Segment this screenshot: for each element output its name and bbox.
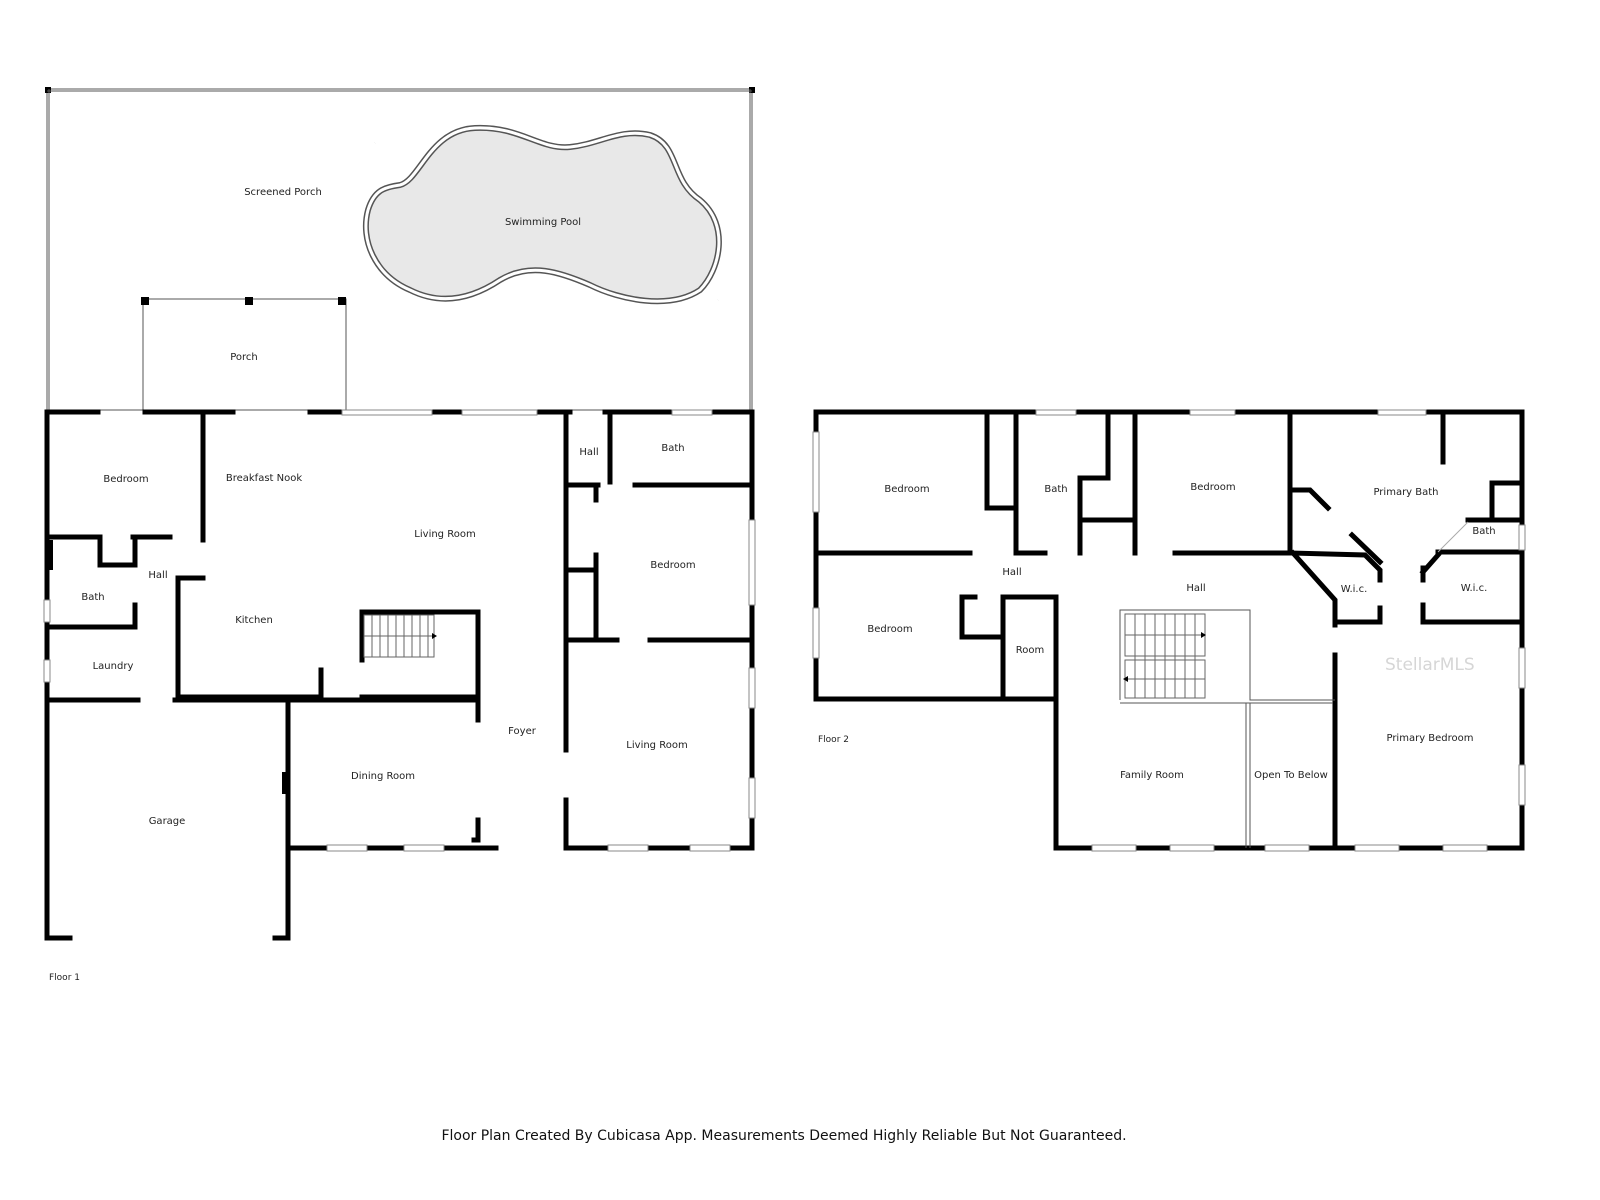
room-label: Screened Porch — [244, 187, 322, 198]
room-label: Bedroom — [1190, 482, 1235, 493]
room-label: Bath — [661, 443, 684, 454]
porch — [141, 297, 347, 411]
room-label: Breakfast Nook — [226, 473, 302, 484]
room-label: Laundry — [93, 661, 134, 672]
room-label: Room — [1016, 645, 1044, 656]
room-label: Bath — [1472, 526, 1495, 537]
room-label: W.i.c. — [1461, 583, 1488, 594]
room-label: Family Room — [1120, 770, 1184, 781]
room-label: Hall — [579, 447, 598, 458]
room-label: Bedroom — [884, 484, 929, 495]
room-label: Hall — [1002, 567, 1021, 578]
floor1-walls — [44, 409, 755, 941]
footer-disclaimer: Floor Plan Created By Cubicasa App. Meas… — [441, 1128, 1126, 1144]
watermark: StellarMLS — [1385, 655, 1475, 675]
room-label: Kitchen — [235, 615, 273, 626]
room-label: Foyer — [508, 726, 537, 737]
room-label: Bath — [81, 592, 104, 603]
room-label: Dining Room — [351, 771, 415, 782]
room-label: Bedroom — [103, 474, 148, 485]
room-label: Bedroom — [650, 560, 695, 571]
room-label: Living Room — [626, 740, 687, 751]
room-label: W.i.c. — [1341, 584, 1368, 595]
floor1-room-labels: Screened Porch Swimming Pool Porch Bedro… — [49, 187, 696, 983]
room-label: Hall — [148, 570, 167, 581]
room-label: Living Room — [414, 529, 475, 540]
floor2-stairs — [1119, 609, 1335, 848]
floor1-stairs — [363, 614, 437, 658]
floor2-walls — [813, 409, 1525, 851]
floor1-label: Floor 1 — [49, 973, 80, 983]
swimming-pool — [345, 124, 722, 329]
floor2-room-labels: Bedroom Bath Bedroom Primary Bath Bath H… — [818, 482, 1496, 781]
room-label: Open To Below — [1254, 770, 1328, 781]
room-label: Porch — [230, 352, 258, 363]
room-label: Garage — [149, 816, 186, 827]
room-label: Hall — [1186, 583, 1205, 594]
room-label: Bedroom — [867, 624, 912, 635]
room-label: Primary Bedroom — [1386, 733, 1473, 744]
floor1-windows — [43, 409, 756, 852]
room-label: Swimming Pool — [505, 217, 581, 228]
room-label: Primary Bath — [1373, 487, 1438, 498]
floor2-label: Floor 2 — [818, 735, 849, 745]
room-label: Bath — [1044, 484, 1067, 495]
floor2-windows — [812, 409, 1526, 852]
